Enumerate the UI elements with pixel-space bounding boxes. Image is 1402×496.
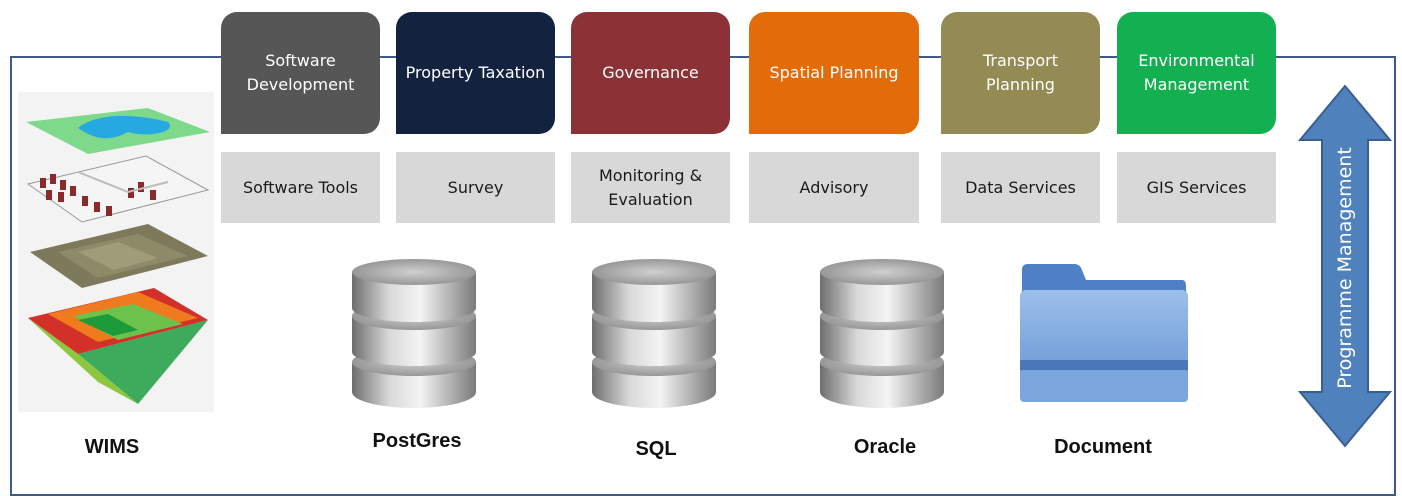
- card-spatial-planning: Spatial Planning: [749, 12, 919, 134]
- card-software-development: Software Development: [221, 12, 380, 134]
- sub-card-survey: Survey: [396, 152, 555, 223]
- double-arrow-icon: [1298, 84, 1392, 448]
- postgres-database-icon: [352, 259, 476, 408]
- card-governance: Governance: [571, 12, 730, 134]
- sub-card-data-services: Data Services: [941, 152, 1100, 223]
- label-wims: WIMS: [84, 436, 140, 458]
- sub-card-software-tools: Software Tools: [221, 152, 380, 223]
- sub-card-monitoring-evaluation: Monitoring & Evaluation: [571, 152, 730, 223]
- label-postgres: PostGres: [372, 430, 462, 452]
- oracle-database-icon: [820, 259, 944, 408]
- card-environmental-management: Environmental Management: [1117, 12, 1276, 134]
- sub-card-advisory: Advisory: [749, 152, 919, 223]
- card-property-taxation: Property Taxation: [396, 12, 555, 134]
- label-oracle: Oracle: [853, 436, 917, 458]
- card-transport-planning: Transport Planning: [941, 12, 1100, 134]
- programme-management-label: Programme Management: [1334, 147, 1356, 389]
- label-document: Document: [1054, 436, 1152, 458]
- sub-card-gis-services: GIS Services: [1117, 152, 1276, 223]
- sql-database-icon: [592, 259, 716, 408]
- folder-icon: [1020, 264, 1188, 402]
- label-sql: SQL: [635, 438, 677, 460]
- gis-layers-icon: [18, 92, 214, 412]
